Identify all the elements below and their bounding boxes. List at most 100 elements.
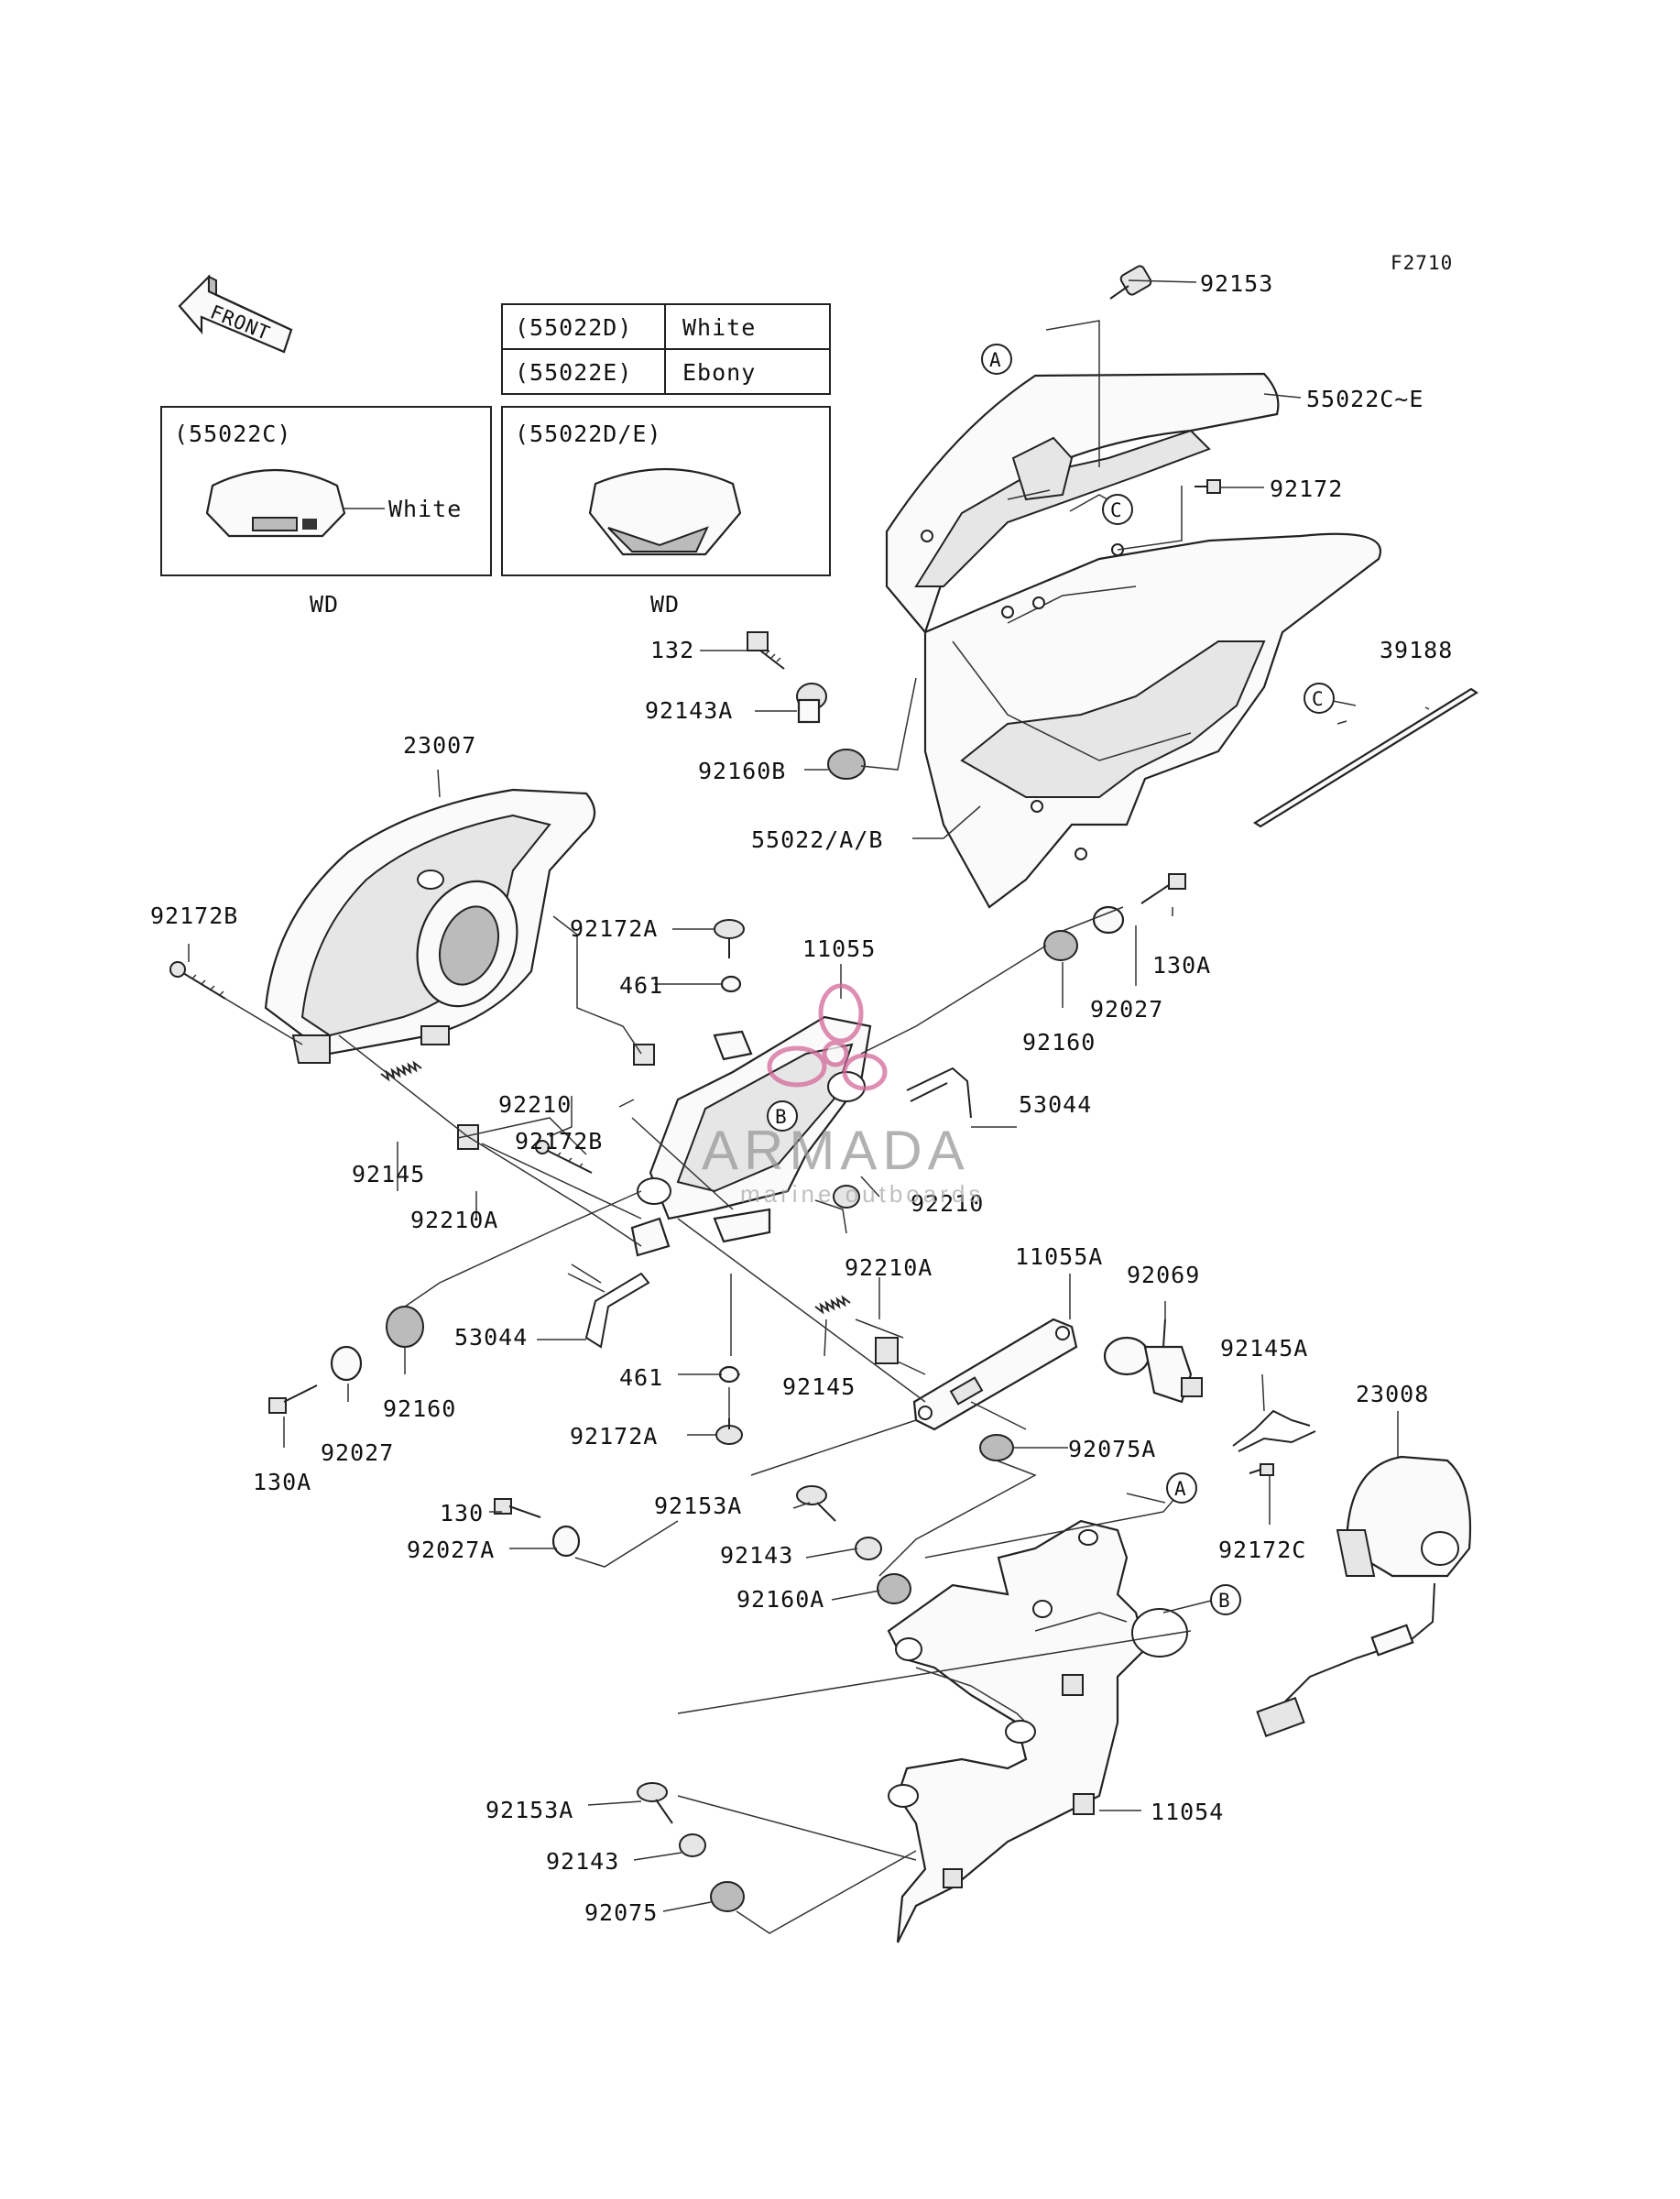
ref-a-bottom: A — [1174, 1478, 1187, 1500]
screw-92172b-mid-icon — [535, 1140, 593, 1174]
label-23008: 23008 — [1356, 1381, 1429, 1407]
label-92143-top: 92143 — [720, 1542, 793, 1569]
table-color-2: Ebony — [682, 359, 756, 386]
bolt-92153-icon — [1109, 265, 1152, 300]
bolt-92153a-top-icon — [796, 1485, 836, 1522]
screw-92172a-bottom-icon — [715, 1418, 743, 1445]
label-92145-right: 92145 — [782, 1373, 856, 1400]
grommet-92075a-icon — [979, 1434, 1014, 1461]
label-11055: 11055 — [802, 935, 876, 962]
collar-92027a-icon — [551, 1525, 581, 1558]
inset-55022c: (55022C) White WD — [160, 406, 492, 618]
label-92075a: 92075A — [1068, 1436, 1156, 1462]
bolt-130-icon — [494, 1498, 541, 1518]
screw-92172a-top-icon — [714, 919, 745, 958]
table-part-2: (55022E) — [515, 359, 632, 386]
label-55022-a-b: 55022/A/B — [751, 826, 883, 853]
label-92153a-top: 92153A — [654, 1493, 742, 1519]
screw-92172b-icon — [169, 961, 226, 1000]
headlight-23007 — [264, 788, 596, 1064]
stay-11055a — [912, 1318, 1078, 1431]
figure-code: F2710 — [1391, 252, 1453, 274]
nut-92210-right-icon — [833, 1185, 860, 1209]
watermark-sub: marine outboards — [740, 1180, 984, 1208]
screw-92172c-icon — [1249, 1463, 1274, 1476]
stay-11054 — [887, 1519, 1188, 1943]
ref-c-right: C — [1312, 688, 1325, 710]
label-53044-right: 53044 — [1019, 1091, 1092, 1118]
label-92210-right: 92210 — [911, 1190, 984, 1217]
label-92172b-mid: 92172B — [515, 1128, 603, 1154]
label-92069: 92069 — [1127, 1262, 1200, 1288]
label-132: 132 — [650, 637, 694, 663]
watermark: ARMADA marine outboards — [702, 983, 984, 1208]
label-92027-right: 92027 — [1090, 996, 1163, 1023]
hardware — [169, 265, 1274, 1912]
label-130a-left: 130A — [253, 1469, 311, 1495]
label-92143-bottom: 92143 — [546, 1848, 619, 1875]
bulb-92069 — [1103, 1318, 1203, 1404]
bolt-130a-right-icon — [1140, 873, 1186, 904]
inset-note-1: White — [388, 496, 462, 522]
table-color-1: White — [682, 314, 756, 341]
label-130a-right: 130A — [1152, 952, 1211, 979]
label-92027-left: 92027 — [321, 1439, 394, 1466]
leader-lines — [188, 279, 1430, 1934]
front-arrow-icon: FRONT — [178, 274, 293, 354]
label-92143a: 92143A — [645, 697, 733, 724]
label-92145-left: 92145 — [352, 1161, 425, 1187]
label-92172a-bottom: 92172A — [570, 1423, 658, 1450]
label-461-top: 461 — [619, 972, 663, 999]
ref-c-top: C — [1110, 499, 1123, 521]
label-92160a: 92160A — [736, 1586, 824, 1613]
label-11054: 11054 — [1151, 1799, 1224, 1825]
collar-92143-top-icon — [855, 1537, 882, 1560]
label-92172a-top: 92172A — [570, 915, 658, 942]
bolt-130a-left-icon — [268, 1384, 318, 1414]
washer-461-top-icon — [720, 975, 742, 993]
spring-92145-left-icon — [380, 1060, 422, 1082]
label-92160-right: 92160 — [1022, 1029, 1096, 1056]
label-92153: 92153 — [1200, 270, 1273, 297]
inset-caption-2: WD — [650, 591, 680, 618]
label-92160-left: 92160 — [383, 1395, 456, 1422]
label-11055a: 11055A — [1015, 1243, 1103, 1270]
grommet-92160-right-icon — [1043, 930, 1078, 961]
adjuster-92210a-right-icon — [875, 1337, 899, 1364]
label-23007: 23007 — [403, 732, 476, 759]
upper-cowl — [885, 372, 1381, 909]
label-92145a: 92145A — [1220, 1335, 1308, 1362]
lamp-23008 — [1256, 1455, 1472, 1737]
inset-55022de: (55022D/E) WD — [501, 406, 831, 618]
label-92210a-left: 92210A — [410, 1207, 498, 1233]
label-92210a-right: 92210A — [845, 1254, 933, 1281]
label-55022c-e: 55022C~E — [1306, 386, 1424, 412]
label-39188: 39188 — [1380, 637, 1453, 663]
inset-title-2: (55022D/E) — [515, 421, 662, 447]
bolt-132-icon — [747, 631, 785, 670]
grommet-92160-left-icon — [386, 1306, 424, 1348]
decal-39188 — [1252, 687, 1479, 828]
inset-caption-1: WD — [310, 591, 339, 618]
collar-92027-left-icon — [330, 1345, 363, 1382]
clip-92145a — [1232, 1409, 1316, 1452]
label-461-bottom: 461 — [619, 1364, 663, 1391]
hose-53044-left-icon — [584, 1272, 650, 1349]
label-92172c: 92172C — [1218, 1537, 1306, 1563]
ref-a-top: A — [989, 349, 1002, 371]
spring-92145-right-icon — [814, 1295, 851, 1315]
label-92210-left: 92210 — [498, 1091, 572, 1118]
label-92172: 92172 — [1270, 476, 1343, 502]
ref-b-bracket: B — [775, 1106, 788, 1128]
grommet-92075-icon — [710, 1881, 745, 1912]
collar-92143-bottom-icon — [679, 1833, 706, 1857]
label-92075: 92075 — [584, 1899, 658, 1926]
grommet-92160a-icon — [877, 1573, 911, 1604]
label-92160b: 92160B — [698, 758, 786, 784]
label-53044-left: 53044 — [454, 1324, 528, 1351]
label-92153a-bottom: 92153A — [485, 1797, 573, 1823]
reference-markers: A C C B A B — [767, 344, 1335, 1615]
watermark-brand: ARMADA — [702, 1120, 970, 1181]
grommet-92160b-icon — [827, 749, 866, 780]
